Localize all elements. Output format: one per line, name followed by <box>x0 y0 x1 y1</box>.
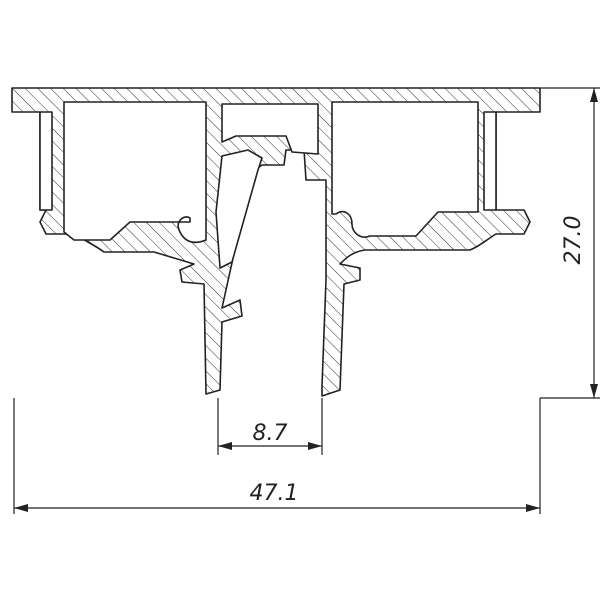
right-chamber <box>331 101 479 238</box>
profile-section <box>11 87 541 397</box>
overall-width-label: 47.1 <box>250 481 299 506</box>
slot-width-label: 8.7 <box>253 421 288 446</box>
dimension-slot-width: 8.7 <box>218 421 322 450</box>
center-inclined-channel <box>215 149 263 269</box>
dimension-overall-height: 27.0 <box>561 88 598 398</box>
dimension-overall-width: 47.1 <box>14 481 540 512</box>
overall-height-label: 27.0 <box>561 216 586 265</box>
right-end-web <box>483 111 497 211</box>
left-end-web <box>39 111 53 211</box>
left-chamber <box>63 101 207 244</box>
center-top-slot <box>221 103 319 155</box>
